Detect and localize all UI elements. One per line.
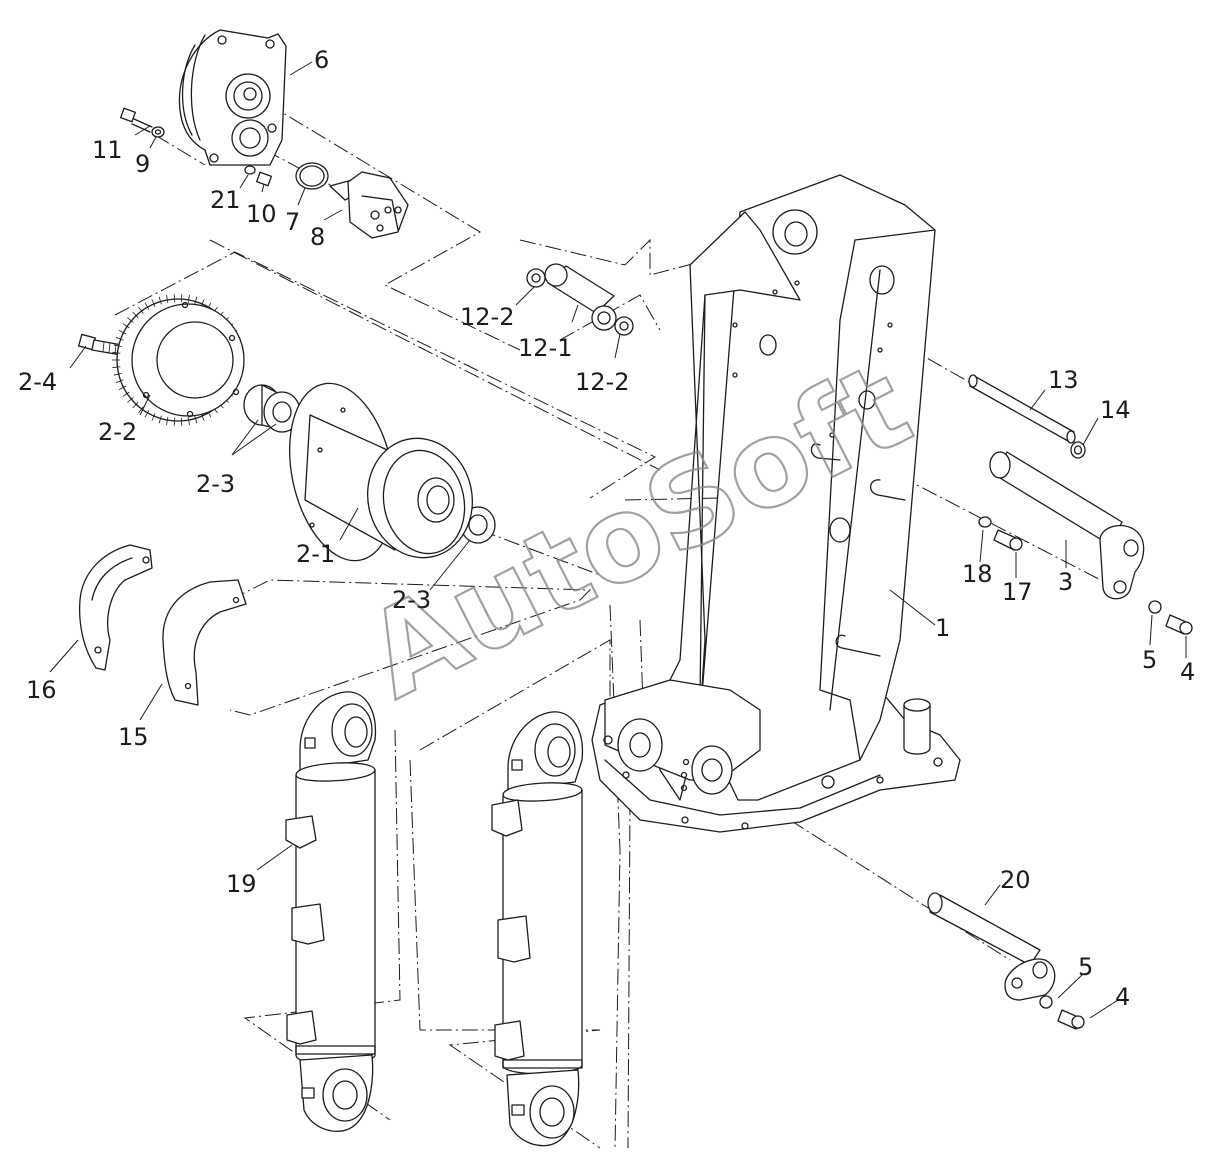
callout-12-2-right: 12-2 <box>575 368 629 396</box>
callout-12-1: 12-1 <box>518 334 572 362</box>
gear-tooth <box>187 417 190 426</box>
callout-16: 16 <box>26 676 57 704</box>
callout-7: 7 <box>285 208 300 236</box>
callout-19: 19 <box>226 870 257 898</box>
spacer-tube-part-12-1 <box>544 263 617 331</box>
callout-6: 6 <box>314 46 329 74</box>
gear-tooth <box>138 406 144 414</box>
brake-shoe-part-16 <box>78 544 153 671</box>
gear-tooth <box>166 417 169 426</box>
o-ring-part-7 <box>295 162 329 190</box>
bolt-part-10 <box>256 171 272 187</box>
pin-part-20 <box>927 892 1056 1001</box>
washer-part-5-lower <box>1039 995 1053 1009</box>
callout-3: 3 <box>1058 568 1073 596</box>
callout-2-1: 2-1 <box>296 540 335 568</box>
gear-tooth <box>194 296 198 305</box>
gear-tooth <box>138 306 144 314</box>
callout-18: 18 <box>962 560 993 588</box>
washer-part-21 <box>244 165 256 175</box>
callout-4-upper: 4 <box>1180 658 1195 686</box>
gear-tooth <box>158 296 162 305</box>
callout-labels: 6 11 9 21 10 7 8 12-2 12-1 12-2 2-4 2-2 … <box>18 46 1195 1011</box>
bearing-part-2-3-upper <box>243 384 301 433</box>
gear-tooth <box>112 351 121 354</box>
bolt-part-11 <box>120 107 153 133</box>
callout-1: 1 <box>935 614 950 642</box>
pin-part-13 <box>968 374 1076 444</box>
gear-tooth <box>118 330 127 335</box>
callout-10: 10 <box>246 200 277 228</box>
gear-tooth <box>115 379 124 383</box>
gear-tooth <box>187 294 190 303</box>
callout-13: 13 <box>1048 366 1079 394</box>
callout-9: 9 <box>135 150 150 178</box>
gear-tooth <box>113 373 122 376</box>
gear-tooth <box>132 401 139 409</box>
winch-drum-part-2-1 <box>288 382 474 562</box>
callout-15: 15 <box>118 723 149 751</box>
bolt-part-4-upper <box>1165 614 1193 635</box>
gear-tooth <box>194 415 198 424</box>
washer-part-18 <box>978 516 992 528</box>
gear-tooth <box>115 337 124 341</box>
gear-tooth <box>151 413 156 421</box>
main-frame-part-1 <box>591 174 961 833</box>
callout-5-upper: 5 <box>1142 646 1157 674</box>
hydraulic-motor-part-8 <box>329 171 409 239</box>
brake-lining-part-15 <box>162 579 247 706</box>
callout-2-4: 2-4 <box>18 368 57 396</box>
ring-gear-part-2-2 <box>112 294 245 426</box>
gear-tooth <box>127 317 134 324</box>
callout-5-lower: 5 <box>1078 953 1093 981</box>
callout-2-3-upper: 2-3 <box>196 470 235 498</box>
assembly-center-lines <box>114 89 1121 1151</box>
gear-tooth <box>122 391 130 397</box>
gear-tooth <box>151 299 156 307</box>
callout-4-lower: 4 <box>1115 983 1130 1011</box>
gear-tooth <box>144 302 150 310</box>
callout-2-2: 2-2 <box>98 418 137 446</box>
bearing-part-12-2-left <box>526 268 546 288</box>
gear-tooth <box>113 344 122 347</box>
washer-part-9 <box>151 126 165 138</box>
gear-tooth <box>158 415 162 424</box>
hydraulic-cylinder-part-19-left <box>285 691 377 1132</box>
leader-lines <box>49 61 1187 1019</box>
bolt-part-4-lower <box>1057 1009 1085 1030</box>
callout-20: 20 <box>1000 866 1031 894</box>
bolt-part-17 <box>993 529 1023 551</box>
callout-11: 11 <box>92 136 123 164</box>
gear-tooth <box>166 294 169 303</box>
snap-ring-part-14 <box>1070 441 1086 459</box>
callout-8: 8 <box>310 223 325 251</box>
gear-tooth <box>127 396 134 403</box>
gear-tooth <box>144 410 150 418</box>
washer-part-5-upper <box>1148 600 1162 614</box>
callout-12-2-left: 12-2 <box>460 303 514 331</box>
hydraulic-cylinder-part-19-right <box>491 711 584 1147</box>
gearbox-housing-part-6 <box>178 29 287 166</box>
gear-tooth <box>122 323 130 329</box>
gear-tooth <box>112 366 121 369</box>
callout-14: 14 <box>1100 396 1131 424</box>
callout-2-3-lower: 2-3 <box>392 586 431 614</box>
gear-tooth <box>118 385 127 390</box>
callout-21: 21 <box>210 186 241 214</box>
bearing-part-12-2-right <box>614 316 634 336</box>
callout-17: 17 <box>1002 578 1033 606</box>
pin-part-3 <box>989 451 1145 600</box>
gear-tooth <box>132 311 139 319</box>
